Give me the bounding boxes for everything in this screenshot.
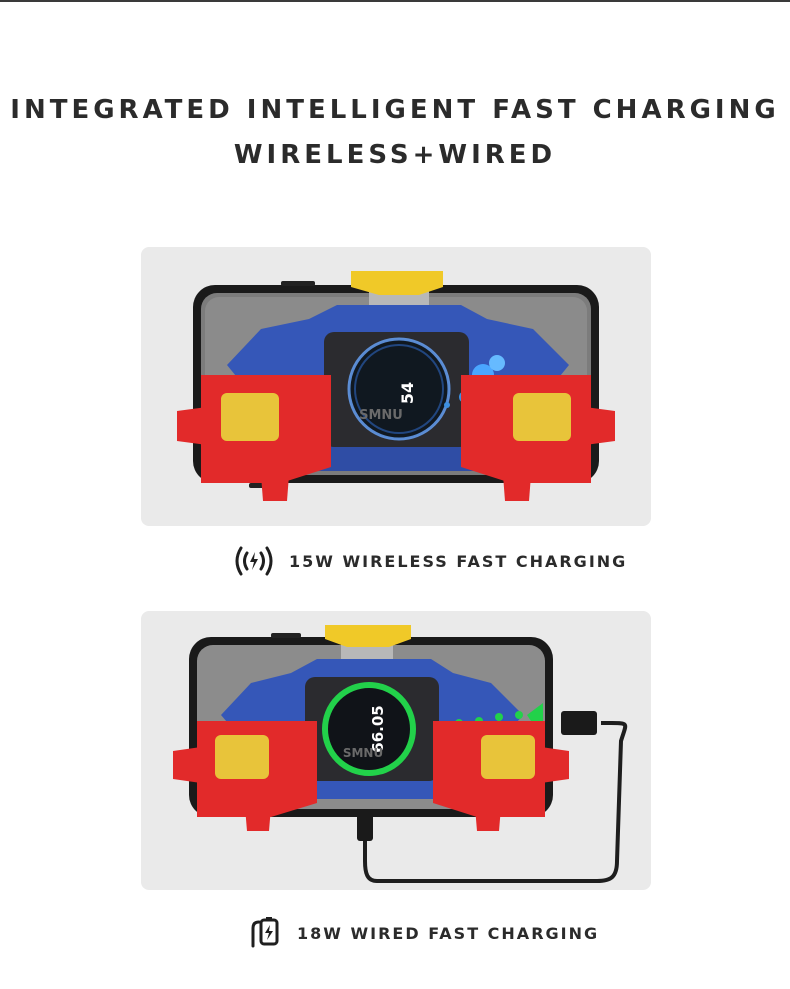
wired-product-image: 66.05 SMNU [141,611,651,890]
wired-charging-icon [251,917,279,948]
wireless-caption-text: 15W WIRELESS FAST CHARGING [289,551,628,571]
wireless-caption: 15W WIRELESS FAST CHARGING [231,544,627,578]
headline-line-2: WIRELESS+WIRED [233,140,557,170]
wireless-screen-percent: 54 [398,382,417,404]
wired-screen-percent: 66.05 [369,705,387,752]
wireless-charging-icon [235,546,273,576]
headline-line-1: INTEGRATED INTELLIGENT FAST CHARGING [10,95,780,125]
wireless-screen-brand: SMNU [359,408,403,423]
wired-screen-brand: SMNU [343,746,383,760]
wired-caption-text: 18W WIRED FAST CHARGING [297,923,600,943]
top-border-line [0,0,790,2]
wired-caption: 18W WIRED FAST CHARGING [245,916,599,950]
wireless-product-image: 54 SMNU [141,247,651,526]
